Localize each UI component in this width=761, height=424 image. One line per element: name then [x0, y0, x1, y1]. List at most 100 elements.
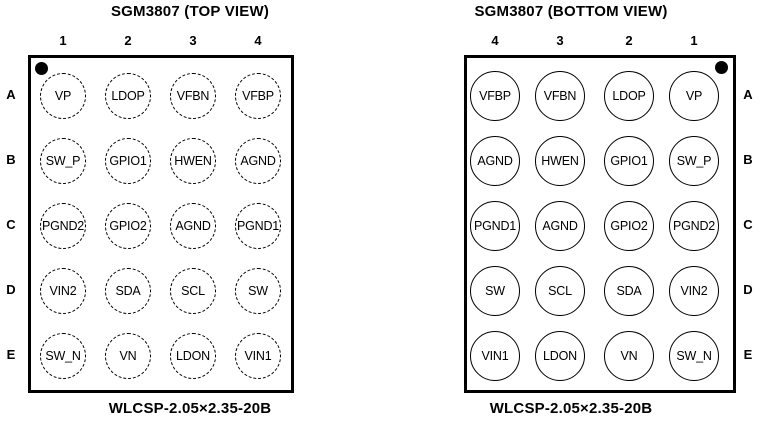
ball-pad-D4: SW	[235, 268, 281, 314]
ball-pad-B4: AGND	[470, 136, 520, 186]
ball-pad-A2: LDOP	[604, 71, 654, 121]
column-label-3: 3	[189, 33, 197, 48]
ball-pad-label: SDA	[616, 283, 642, 298]
ball-pad-label: VFBP	[242, 88, 274, 103]
ball-pad-C4: PGND1	[470, 201, 520, 251]
column-label-4: 4	[254, 33, 262, 48]
ball-pad-C3: AGND	[535, 201, 585, 251]
ball-pad-B1: SW_P	[40, 138, 86, 184]
row-label-A: A	[743, 87, 753, 102]
ball-pad-A1: VP	[669, 71, 719, 121]
ball-pad-D2: SDA	[105, 268, 151, 314]
column-label-3: 3	[556, 33, 564, 48]
ball-pad-E1: SW_N	[669, 331, 719, 381]
ball-pad-label: SDA	[115, 283, 141, 298]
ball-pad-D3: SCL	[535, 266, 585, 316]
row-label-D: D	[743, 282, 753, 297]
ball-pad-label: VP	[54, 88, 72, 103]
pin1-marker-dot-icon	[715, 61, 728, 74]
ball-pad-A3: VFBN	[170, 73, 216, 119]
ball-pad-C2: GPIO2	[105, 203, 151, 249]
ball-pad-label: SW	[485, 283, 505, 298]
ball-pad-label: LDOP	[612, 88, 646, 103]
ball-pad-label: VN	[620, 348, 638, 363]
ball-pad-B3: HWEN	[535, 136, 585, 186]
row-label-C: C	[6, 217, 16, 232]
ball-pad-C4: PGND1	[235, 203, 281, 249]
ball-pad-A4: VFBP	[235, 73, 281, 119]
row-label-E: E	[743, 347, 753, 362]
row-label-B: B	[6, 152, 16, 167]
package-caption-top: WLCSP-2.05×2.35-20B	[108, 400, 272, 417]
ball-pad-C3: AGND	[170, 203, 216, 249]
ball-pad-label: AGND	[542, 218, 578, 233]
ball-pad-label: SW_N	[45, 348, 81, 363]
column-label-2: 2	[124, 33, 132, 48]
column-label-4: 4	[491, 33, 499, 48]
ball-pad-label: VIN1	[244, 348, 272, 363]
ball-pad-B2: GPIO1	[105, 138, 151, 184]
ball-pad-E4: VIN1	[235, 333, 281, 379]
pinout-diagram-top-view: SGM3807 (TOP VIEW) 1 2 3 4 A B C D E VP LDOP VFBN…	[0, 0, 380, 424]
ball-pad-C2: GPIO2	[604, 201, 654, 251]
ball-pad-label: SW_P	[676, 153, 712, 168]
column-label-1: 1	[59, 33, 67, 48]
pin1-marker-dot-icon	[35, 62, 48, 75]
column-label-2: 2	[625, 33, 633, 48]
ball-pad-label: GPIO2	[109, 218, 147, 233]
ball-pad-label: AGND	[175, 218, 211, 233]
ball-pad-B4: AGND	[235, 138, 281, 184]
view-title-bottom: SGM3807 (BOTTOM VIEW)	[474, 3, 668, 20]
ball-pad-D1: VIN2	[669, 266, 719, 316]
ball-pad-label: LDON	[543, 348, 577, 363]
ball-pad-label: VIN1	[481, 348, 509, 363]
ball-pad-E2: VN	[604, 331, 654, 381]
ball-pad-D3: SCL	[170, 268, 216, 314]
ball-pad-label: PGND2	[41, 218, 85, 233]
ball-pad-C1: PGND2	[40, 203, 86, 249]
ball-pad-A2: LDOP	[105, 73, 151, 119]
ball-pad-label: VFBP	[479, 88, 511, 103]
ball-pad-A1: VP	[40, 73, 86, 119]
ball-pad-B1: SW_P	[669, 136, 719, 186]
package-caption-bottom: WLCSP-2.05×2.35-20B	[489, 400, 653, 417]
ball-pad-A3: VFBN	[535, 71, 585, 121]
row-label-E: E	[6, 347, 16, 362]
ball-pad-label: SW_N	[676, 348, 712, 363]
ball-pad-label: GPIO1	[109, 153, 147, 168]
ball-pad-D2: SDA	[604, 266, 654, 316]
ball-pad-C1: PGND2	[669, 201, 719, 251]
ball-pad-label: PGND1	[473, 218, 517, 233]
ball-pad-D4: SW	[470, 266, 520, 316]
ball-pad-E3: LDON	[170, 333, 216, 379]
view-title-top: SGM3807 (TOP VIEW)	[110, 3, 270, 20]
pinout-diagram-bottom-view: SGM3807 (BOTTOM VIEW) 4 3 2 1 A B C D E VFBP VFB…	[381, 0, 761, 424]
ball-pad-label: AGND	[477, 153, 513, 168]
ball-pad-label: VIN2	[680, 283, 708, 298]
ball-pad-E3: LDON	[535, 331, 585, 381]
ball-pad-label: PGND2	[672, 218, 716, 233]
ball-pad-B2: GPIO1	[604, 136, 654, 186]
ball-pad-label: GPIO1	[610, 153, 648, 168]
ball-pad-E1: SW_N	[40, 333, 86, 379]
ball-pad-label: LDOP	[111, 88, 145, 103]
ball-pad-E2: VN	[105, 333, 151, 379]
ball-pad-D1: VIN2	[40, 268, 86, 314]
ball-pad-label: HWEN	[174, 153, 212, 168]
ball-pad-label: VP	[685, 88, 703, 103]
ball-pad-label: PGND1	[236, 218, 280, 233]
ball-pad-E4: VIN1	[470, 331, 520, 381]
row-label-D: D	[6, 282, 16, 297]
row-label-B: B	[743, 152, 753, 167]
ball-pad-label: SCL	[548, 283, 572, 298]
ball-pad-label: VIN2	[49, 283, 77, 298]
ball-pad-label: SW	[248, 283, 268, 298]
row-label-C: C	[743, 217, 753, 232]
ball-pad-label: GPIO2	[610, 218, 648, 233]
ball-pad-label: HWEN	[541, 153, 579, 168]
ball-pad-label: SW_P	[45, 153, 81, 168]
row-label-A: A	[6, 87, 16, 102]
ball-pad-label: VFBN	[176, 88, 210, 103]
ball-pad-A4: VFBP	[470, 71, 520, 121]
column-label-1: 1	[690, 33, 698, 48]
